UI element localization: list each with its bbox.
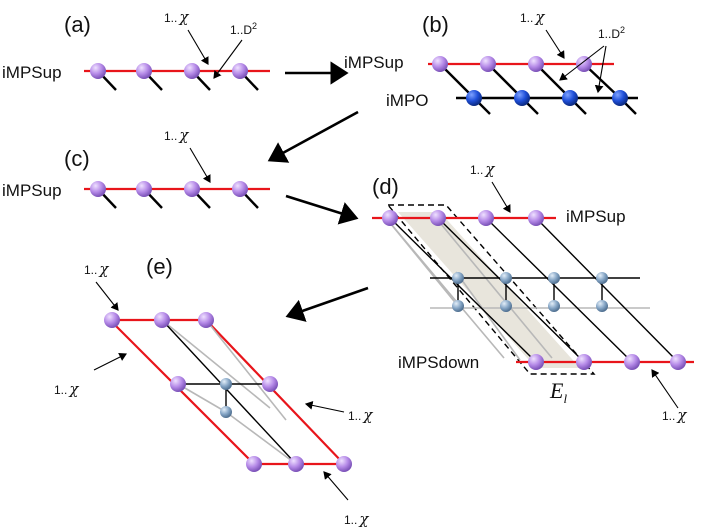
panel-d: (d) iMPSup iMPSdown: [372, 160, 694, 424]
imps-up-label-b: iMPSup: [344, 53, 404, 72]
phys-pointer-b1: [559, 45, 605, 81]
bond-pointer-c: [189, 147, 211, 183]
bond-pointer-a: [187, 29, 209, 65]
bond-dim-label-e2: 1..χ: [54, 380, 79, 398]
panel-d-label: (d): [372, 174, 399, 199]
bond-dim-label-d: 1..χ: [470, 160, 495, 178]
env-sites-e: [220, 378, 232, 418]
panel-a: (a) iMPSup 1..χ 1..D2: [2, 8, 270, 91]
panel-e: (e) 1..χ: [54, 254, 373, 528]
bond-pointer-e3: [304, 401, 345, 413]
phys-pointer-b2: [594, 45, 607, 94]
environment-dashed-outline: [386, 204, 596, 375]
imps-up-label-c: iMPSup: [2, 181, 62, 200]
bond-dim-label-a: 1..χ: [164, 8, 189, 26]
bond-dim-label-c: 1..χ: [164, 126, 189, 144]
bond-pointer-e4: [323, 471, 349, 501]
imps-up-label-a: iMPSup: [2, 63, 62, 82]
phys-dim-label-b: 1..D2: [598, 25, 625, 41]
bond-dim-label-e3: 1..χ: [348, 406, 373, 424]
panel-c: (c) iMPSup 1..χ: [2, 126, 270, 209]
grey-links-d: [385, 217, 650, 361]
mps-sites-a: [90, 63, 248, 79]
mps-up-sites-d: [382, 210, 544, 226]
panel-b-label: (b): [422, 12, 449, 37]
mps-down-sites-d: [528, 354, 686, 370]
impo-label: iMPO: [386, 91, 429, 110]
bond-pointer-d2: [651, 369, 679, 409]
arrow-d-to-e: [285, 286, 369, 322]
bond-pointer-e1: [95, 281, 119, 311]
bond-dim-label-d2: 1..χ: [662, 406, 687, 424]
imps-down-label: iMPSdown: [398, 353, 479, 372]
panel-b: (b) iMPSup iMPO 1..χ 1..D2: [344, 8, 638, 115]
panel-e-label: (e): [146, 254, 173, 279]
mps-sites-c: [90, 181, 248, 197]
environment-shade: [398, 212, 580, 368]
panel-c-label: (c): [64, 146, 90, 171]
phys-pointer-a: [213, 39, 243, 79]
bond-pointer-d: [491, 181, 511, 213]
mpo-sites-b: [466, 90, 628, 106]
bond-dim-label-b: 1..χ: [520, 8, 545, 26]
bond-pointer-b: [545, 29, 565, 59]
black-links-d: [389, 217, 679, 363]
arrow-c-to-d: [285, 194, 359, 225]
mps-sites-b: [432, 56, 592, 72]
bond-pointer-e2: [93, 353, 127, 371]
arrow-b-to-c: [267, 110, 359, 163]
contracted-boundary-e: [107, 318, 347, 466]
bond-dim-label-e1: 1..χ: [84, 260, 109, 278]
environment-label: El: [549, 378, 567, 406]
env-sites-d: [452, 272, 608, 312]
bond-dim-label-e4: 1..χ: [344, 510, 369, 528]
imps-up-label-d: iMPSup: [566, 207, 626, 226]
mps-sites-e: [104, 312, 352, 472]
grey-links-e: [161, 319, 297, 465]
phys-dim-label-a: 1..D2: [230, 21, 257, 37]
panel-a-label: (a): [64, 12, 91, 37]
